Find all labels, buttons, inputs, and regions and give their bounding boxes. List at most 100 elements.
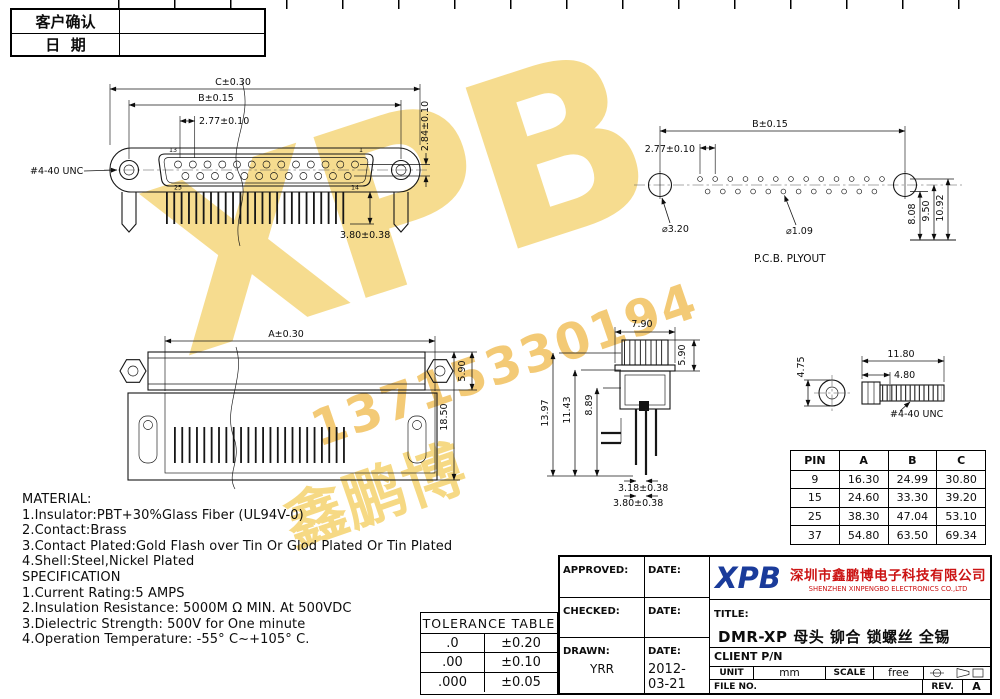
front-view-dimensions: C±0.30 B±0.15 2.77±0.10 2.84±0.10 #4-40 … bbox=[30, 77, 431, 241]
title-label: TITLE: bbox=[714, 609, 749, 621]
dim-label-p1: 3.18±0.38 bbox=[618, 483, 668, 494]
scale-value: free bbox=[874, 667, 924, 679]
confirm-value-empty bbox=[120, 10, 264, 33]
screw-detail-view: 4.75 11.80 4.80 #4-40 UNC bbox=[796, 349, 945, 420]
client-pn-row: CLIENT P/N bbox=[710, 648, 990, 667]
date-label: DATE: bbox=[648, 605, 681, 617]
dim-label-length: 11.80 bbox=[887, 349, 914, 360]
screw-dimensions: 4.75 11.80 4.80 #4-40 UNC bbox=[796, 349, 945, 420]
material-title: MATERIAL: bbox=[22, 492, 92, 507]
cell: 24.60 bbox=[838, 489, 888, 507]
front-view-geometry bbox=[104, 81, 430, 247]
plan-geometry bbox=[119, 346, 454, 490]
dim-label-top: 5.90 bbox=[457, 360, 468, 381]
client-pn-label: CLIENT P/N bbox=[714, 650, 783, 664]
cell: 15 bbox=[807, 491, 822, 505]
spec-line: 2.Insulation Resistance: 5000M Ω MIN. At… bbox=[22, 601, 352, 617]
dim-label-8-08: 8.08 bbox=[907, 203, 918, 224]
header-cell: B bbox=[887, 451, 937, 470]
dim-label-width: 7.90 bbox=[631, 319, 652, 330]
dia-label-hole: ⌀3.20 bbox=[662, 224, 689, 235]
dim-label-a: A±0.30 bbox=[268, 329, 304, 340]
cell: 63.50 bbox=[887, 526, 937, 544]
pin-number-1: 1 bbox=[359, 147, 363, 154]
cell: 16.30 bbox=[838, 470, 888, 489]
date-label: 日 期 bbox=[12, 33, 120, 55]
confirm-label: 客户确认 bbox=[12, 10, 120, 33]
tolerance-row: .000 ±0.05 bbox=[421, 672, 557, 692]
material-line: 3.Contact Plated:Gold Flash over Tin Or … bbox=[22, 538, 453, 554]
approved-label: APPROVED: bbox=[563, 565, 629, 576]
spec-line: 1.Current Rating:5 AMPS bbox=[22, 585, 185, 601]
dim-label-row-spacing: 2.84±0.10 bbox=[420, 101, 431, 151]
rev-value: A bbox=[962, 680, 990, 693]
approved-row: APPROVED: DATE: bbox=[560, 557, 709, 598]
cell: 30.80 bbox=[936, 470, 985, 489]
spec-line: 3.Dielectric Strength: 500V for One minu… bbox=[22, 616, 306, 632]
dim-label-p2: 3.80±0.38 bbox=[613, 498, 663, 509]
cell: 69.34 bbox=[936, 526, 985, 544]
cell: 54.80 bbox=[838, 526, 888, 544]
drawn-date-value: 2012-03-21 bbox=[648, 662, 686, 692]
material-spec-block: MATERIAL: 1.Insulator:PBT+30%Glass Fiber… bbox=[22, 492, 452, 648]
date-label: DATE: bbox=[648, 646, 681, 657]
pin-number-13: 13 bbox=[169, 147, 177, 154]
drawing-title: DMR-XP 母头 铆合 锁螺丝 全锡 bbox=[718, 628, 950, 647]
cell: 25 bbox=[807, 510, 822, 524]
projection-symbols bbox=[924, 667, 990, 679]
header-cell: PIN bbox=[804, 453, 826, 467]
company-title-section: XPB 深圳市鑫鹏博电子科技有限公司 SHENZHEN XINPENGBO EL… bbox=[710, 557, 990, 693]
pcb-holes-top-row bbox=[697, 176, 885, 182]
tolerance-row: .0 ±0.20 bbox=[421, 634, 557, 654]
plan-dimensions: A±0.30 18.50 5.90 bbox=[164, 329, 477, 481]
date-row: 日 期 bbox=[12, 32, 264, 55]
cell: 47.04 bbox=[887, 507, 937, 526]
thread-label: #4-40 UNC bbox=[30, 166, 84, 177]
title-block: APPROVED: DATE: CHECKED: DATE: DRAWN: YR… bbox=[558, 555, 992, 695]
pin-table-row: 15 24.60 33.30 39.20 bbox=[791, 488, 985, 507]
pin-number-25: 25 bbox=[174, 185, 182, 192]
specification-title: SPECIFICATION bbox=[22, 569, 121, 585]
plan-view-drawing: A±0.30 18.50 5.90 bbox=[119, 329, 477, 490]
pcb-geometry bbox=[634, 171, 962, 199]
dim-label-c: C±0.30 bbox=[215, 77, 251, 88]
drawn-value: YRR bbox=[589, 662, 614, 676]
cell: 39.20 bbox=[936, 489, 985, 507]
pcb-holes-bottom-row bbox=[704, 188, 878, 195]
file-no-row: FILE NO. REV. A bbox=[710, 680, 990, 693]
pcb-dimensions: B±0.15 2.77±0.10 ⌀3.20 ⌀1.09 8.08 9.50 1… bbox=[645, 119, 956, 265]
drawn-row: DRAWN: YRR DATE: 2012-03-21 bbox=[560, 638, 709, 693]
cell: 38.30 bbox=[838, 507, 888, 526]
pin-table-row: 25 38.30 47.04 53.10 bbox=[791, 506, 985, 526]
pin-table-row: 9 16.30 24.99 30.80 bbox=[791, 469, 985, 489]
pin-number-14: 14 bbox=[351, 185, 359, 192]
dim-label-h1: 13.97 bbox=[540, 399, 551, 426]
brand-row: XPB 深圳市鑫鹏博电子科技有限公司 SHENZHEN XINPENGBO EL… bbox=[710, 557, 990, 601]
dim-label-pitch: 2.77±0.10 bbox=[645, 144, 695, 155]
dim-label-pitch: 2.77±0.10 bbox=[199, 116, 249, 127]
spec-line: 4.Operation Temperature: -55° C~+105° C. bbox=[22, 632, 310, 648]
pin-size-table: PIN A B C 9 16.30 24.99 30.80 15 24.60 3… bbox=[790, 450, 986, 545]
dim-label-h3: 8.89 bbox=[584, 394, 595, 415]
tolerance-place: .0 bbox=[421, 634, 485, 653]
material-line: 2.Contact:Brass bbox=[22, 523, 127, 539]
drawing-title-row: TITLE: DMR-XP 母头 铆合 锁螺丝 全锡 bbox=[710, 600, 990, 649]
tolerance-value: ±0.20 bbox=[501, 635, 541, 651]
contact-holes-top-row bbox=[174, 160, 359, 169]
cell: 24.99 bbox=[887, 470, 937, 489]
side-profile-view: 7.90 5.90 13.97 11.43 8.89 3.18±0.38 3.8… bbox=[540, 319, 700, 509]
cell: 37 bbox=[807, 528, 822, 542]
dim-label-head-dia: 4.75 bbox=[796, 356, 807, 377]
unit-scale-row: UNIT mm SCALE free bbox=[710, 667, 990, 680]
profile-dimensions: 7.90 5.90 13.97 11.43 8.89 3.18±0.38 3.8… bbox=[540, 319, 700, 509]
tolerance-table-title: TOLERANCE TABLE bbox=[421, 613, 557, 634]
rev-label: REV. bbox=[922, 680, 962, 693]
tolerance-row: .00 ±0.10 bbox=[421, 653, 557, 673]
checked-label: CHECKED: bbox=[563, 605, 620, 617]
company-name-en: SHENZHEN XINPENGBO ELECTRONICS CO.,LTD bbox=[808, 584, 968, 593]
dim-label-top: 5.90 bbox=[677, 344, 688, 365]
scale-label: SCALE bbox=[826, 667, 874, 679]
cell: 9 bbox=[811, 472, 819, 486]
profile-geometry bbox=[601, 339, 676, 475]
company-name: 深圳市鑫鹏博电子科技有限公司 SHENZHEN XINPENGBO ELECTR… bbox=[786, 564, 990, 593]
